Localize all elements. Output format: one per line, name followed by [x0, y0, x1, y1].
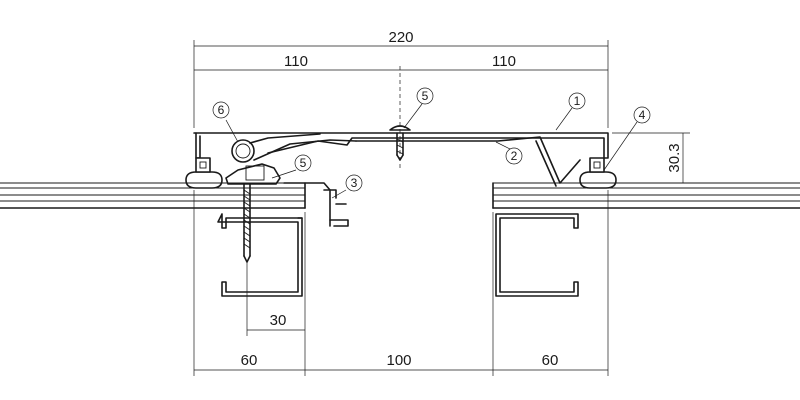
dimension-lines	[193, 40, 690, 376]
callout-2: 2	[505, 147, 523, 165]
callout-4: 4	[633, 106, 651, 124]
callout-leaders	[225, 103, 638, 199]
dim-right-half: 110	[492, 53, 516, 70]
callout-1: 1	[568, 92, 586, 110]
svg-text:6: 6	[218, 103, 225, 117]
callout-3: 3	[345, 174, 363, 192]
callout-6: 6	[212, 101, 230, 119]
support-arm	[253, 139, 357, 161]
hinge-roll	[231, 133, 321, 163]
anchor-bracket	[225, 163, 349, 227]
anchor-screw	[243, 183, 251, 263]
left-floor-slab	[0, 182, 306, 209]
dim-screw-offset: 30	[270, 312, 287, 329]
right-c-channel	[495, 213, 579, 297]
right-floor-slab	[492, 182, 800, 209]
right-seal	[579, 157, 617, 189]
svg-text:5: 5	[422, 89, 429, 103]
left-c-channel	[217, 213, 303, 297]
dim-overall: 220	[388, 29, 413, 46]
dim-height: 30.3	[666, 143, 683, 172]
svg-text:2: 2	[511, 149, 518, 163]
left-seal	[185, 157, 223, 189]
cover-plate	[193, 132, 609, 187]
svg-text:1: 1	[574, 94, 581, 108]
callout-5-anchor-screw: 5	[294, 154, 312, 172]
svg-text:3: 3	[351, 176, 358, 190]
dim-bottom-gap: 100	[386, 352, 411, 369]
callout-5-cover-screw: 5	[416, 87, 434, 105]
dim-bottom-right: 60	[542, 352, 559, 369]
svg-text:5: 5	[300, 156, 307, 170]
svg-text:4: 4	[639, 108, 646, 122]
dim-bottom-left: 60	[241, 352, 258, 369]
dim-left-half: 110	[284, 53, 308, 70]
